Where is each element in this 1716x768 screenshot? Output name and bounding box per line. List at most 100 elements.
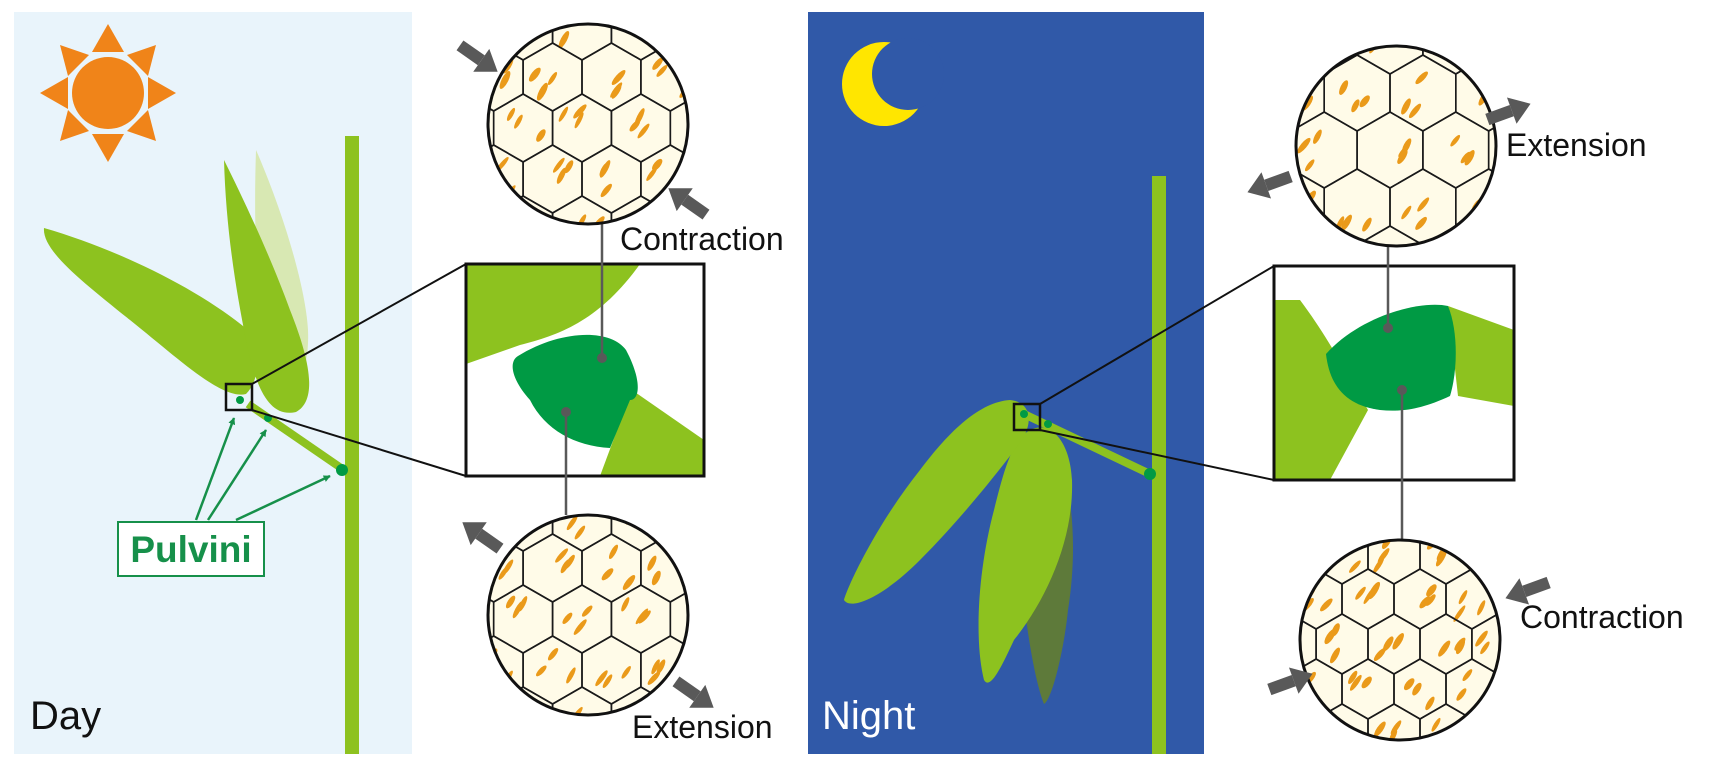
- cell-granule: [510, 520, 520, 533]
- cell-granule: [574, 112, 584, 129]
- cell-granule: [630, 515, 641, 521]
- cell-granule: [547, 72, 558, 85]
- cell-granule: [637, 123, 650, 139]
- night-projection-top: [1039, 265, 1275, 405]
- cell-granule: [1275, 644, 1288, 658]
- cell-granule: [1351, 99, 1360, 113]
- cell-granule: [656, 659, 666, 674]
- cell-granule: [599, 160, 611, 178]
- day-projection-bottom: [251, 409, 467, 477]
- cell-granule: [1302, 693, 1314, 707]
- cell-circle-outline: [486, 22, 690, 226]
- cell-granule: [443, 617, 460, 634]
- cell-granule: [1381, 26, 1396, 42]
- cell-granule: [1496, 88, 1511, 106]
- cell-granule: [566, 515, 578, 531]
- night-top-state-label: Extension: [1506, 127, 1647, 163]
- cell-circle-outline: [486, 513, 690, 717]
- cell-granule: [1392, 633, 1404, 650]
- cell-granule: [1349, 674, 1362, 691]
- day-bottom-state-label: Extension: [632, 709, 773, 745]
- cell-granule: [1361, 676, 1372, 689]
- night-bottom-state-label: Contraction: [1520, 599, 1684, 635]
- cell-granule: [1434, 736, 1447, 740]
- night-pulvinus-2: [1044, 420, 1052, 428]
- cell-granule: [651, 570, 661, 586]
- day-extension-arrows: [462, 522, 714, 708]
- cell-granule: [1320, 598, 1333, 612]
- cell-granule: [1355, 586, 1366, 600]
- cell-granule: [1328, 15, 1342, 34]
- night-contraction-arrows: [1267, 576, 1551, 696]
- cell-granule: [595, 670, 608, 687]
- cell-granule: [506, 107, 516, 121]
- cell-granule: [1460, 151, 1471, 164]
- cell-granule: [652, 158, 663, 171]
- cell-granule: [1401, 98, 1411, 115]
- day-leaflet-left: [43, 228, 258, 395]
- cell-background: [1296, 46, 1496, 246]
- cell-granule: [611, 85, 622, 99]
- cell-granule: [706, 607, 722, 624]
- cell: [488, 584, 495, 654]
- cell-granule: [1363, 587, 1375, 605]
- cell-granule: [632, 24, 641, 28]
- cell-granule: [1454, 637, 1466, 651]
- cell-granule: [1477, 600, 1486, 616]
- cell-granule: [1456, 688, 1467, 701]
- cell-granule: [651, 659, 660, 675]
- cell: [551, 195, 613, 224]
- cell: [488, 93, 495, 163]
- night-bottom-cells-circle: [1275, 538, 1502, 742]
- night-projection-bottom: [1039, 429, 1275, 481]
- pulvini-arrow-1: [194, 417, 236, 521]
- cell-granule: [536, 665, 547, 677]
- cell-background: [488, 515, 688, 715]
- cell-granule: [1398, 144, 1410, 158]
- cell-granule: [1373, 648, 1386, 661]
- cell-granule: [560, 559, 570, 574]
- day-zoom-marker: [224, 382, 254, 412]
- day-panel: Pulvini Day: [14, 12, 412, 754]
- day-stem: [345, 136, 359, 754]
- day-zoom-inset: [464, 262, 706, 478]
- cell-granule: [593, 724, 605, 739]
- cell-granule: [1425, 696, 1435, 711]
- cell-granule: [1248, 151, 1259, 166]
- cell-granule: [498, 566, 509, 580]
- cell-circle-outline: [1294, 44, 1498, 248]
- day-leaflet-upright: [224, 160, 310, 413]
- cell-granule: [652, 57, 664, 70]
- cell-granule: [600, 183, 612, 198]
- cell-granule: [683, 558, 688, 575]
- cell-granule: [556, 167, 567, 184]
- cell: [492, 195, 554, 224]
- cell-granule: [536, 129, 546, 142]
- cell-granule: [561, 719, 576, 739]
- night-leaflet-hanging: [978, 427, 1073, 683]
- cell-granule: [512, 235, 524, 250]
- cell-granule: [564, 160, 574, 174]
- cell-granule: [514, 114, 523, 129]
- cell-granule: [1362, 217, 1372, 232]
- day-petiole: [245, 400, 347, 474]
- cell: [1367, 703, 1421, 740]
- cell-granule: [646, 167, 658, 181]
- cell-granule: [562, 491, 577, 512]
- cell-granule: [1401, 205, 1412, 220]
- cell-granule: [502, 721, 516, 736]
- cell-granule: [536, 82, 548, 101]
- cell-granule: [1270, 156, 1286, 175]
- cell-granule: [1338, 739, 1348, 740]
- cell-granule: [505, 595, 516, 609]
- cell-granule: [508, 34, 520, 49]
- cell-granule: [1349, 560, 1361, 573]
- cell-granule: [634, 108, 645, 127]
- cell-granule: [1458, 590, 1468, 605]
- night-zoom-marker: [1012, 402, 1042, 432]
- cell-granule: [636, 24, 646, 35]
- cell-granule: [1296, 214, 1301, 231]
- cell: [1419, 703, 1473, 740]
- pulvini-label-box: [117, 521, 265, 577]
